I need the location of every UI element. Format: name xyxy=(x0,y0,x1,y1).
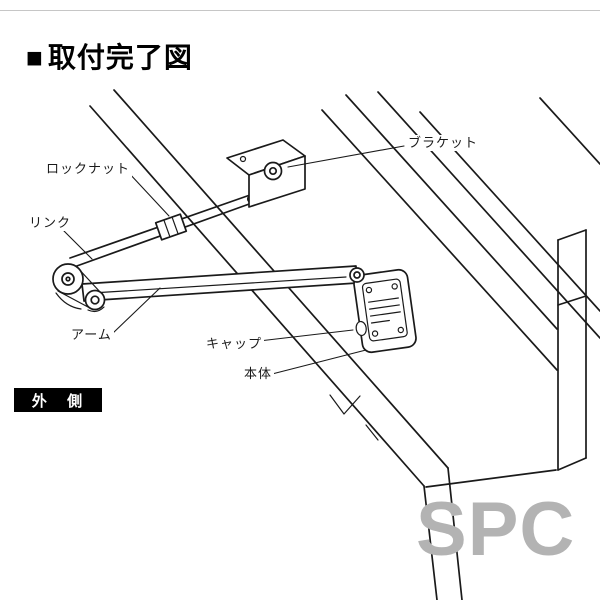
outside-badge: 外 側 xyxy=(14,388,102,412)
cap-part xyxy=(355,320,367,337)
label-lock-nut: ロックナット xyxy=(44,161,133,177)
arm-pivot xyxy=(349,267,365,283)
leader-lock-nut xyxy=(127,171,170,217)
leader-lines xyxy=(63,145,405,375)
label-arm: アーム xyxy=(69,327,114,343)
label-body: 本体 xyxy=(242,366,275,382)
closer-body-part xyxy=(349,267,417,354)
label-cap: キャップ xyxy=(204,336,265,352)
top-border-line xyxy=(0,10,600,11)
bracket-part xyxy=(226,139,306,208)
label-bracket: ブラケット xyxy=(406,135,481,151)
leader-cap xyxy=(258,329,354,342)
spc-watermark: SPC xyxy=(416,487,576,572)
leader-link xyxy=(63,230,93,260)
label-link: リンク xyxy=(27,215,74,231)
main-arm-part xyxy=(81,265,358,302)
leader-arm xyxy=(111,287,161,335)
page-title: ■取付完了図 xyxy=(26,36,193,76)
leader-body xyxy=(271,349,367,375)
page-title-text: 取付完了図 xyxy=(47,42,193,73)
leader-bracket xyxy=(287,145,405,168)
title-square-icon: ■ xyxy=(26,42,44,73)
lock-nut-part xyxy=(154,213,188,241)
link-part xyxy=(52,263,106,313)
